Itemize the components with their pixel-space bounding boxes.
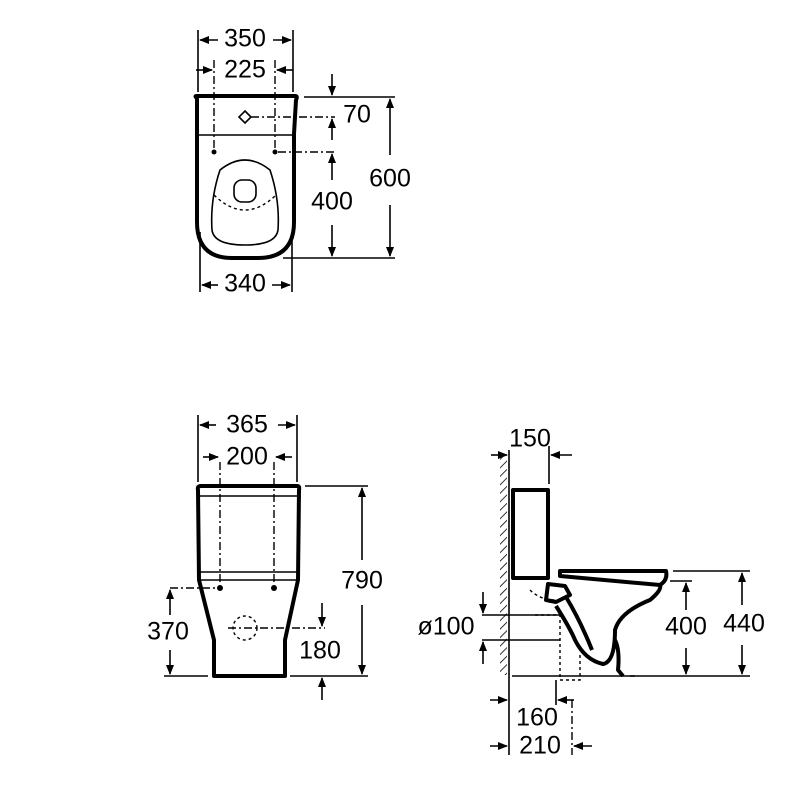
dim-600: 600 bbox=[369, 165, 411, 193]
toilet-plan-outline bbox=[193, 94, 299, 260]
dim-440: 440 bbox=[723, 610, 765, 638]
dim-365: 365 bbox=[226, 411, 268, 439]
toilet-front-outline bbox=[195, 484, 302, 678]
dim-150: 150 bbox=[509, 425, 551, 453]
dim-180: 180 bbox=[299, 637, 341, 665]
dim-200: 200 bbox=[226, 443, 268, 471]
dim-225: 225 bbox=[224, 56, 266, 84]
dim-diameter-100: ø100 bbox=[418, 613, 475, 641]
top-view: 350 225 70 400 600 340 bbox=[193, 25, 411, 298]
dim-790: 790 bbox=[341, 567, 383, 595]
side-view: 150 ø100 400 440 160 210 bbox=[418, 425, 765, 760]
toilet-side-outline bbox=[511, 488, 669, 681]
dim-400: 400 bbox=[311, 188, 353, 216]
dim-400-seat: 400 bbox=[665, 613, 707, 641]
front-view: 365 200 790 370 180 bbox=[147, 411, 383, 700]
dim-340: 340 bbox=[224, 270, 266, 298]
flush-button-icon bbox=[237, 109, 253, 125]
dim-370: 370 bbox=[147, 618, 189, 646]
dim-160: 160 bbox=[516, 704, 558, 732]
wall-hatching bbox=[500, 457, 507, 675]
dim-350: 350 bbox=[224, 25, 266, 53]
dim-70: 70 bbox=[343, 101, 371, 129]
dim-210: 210 bbox=[519, 732, 561, 760]
